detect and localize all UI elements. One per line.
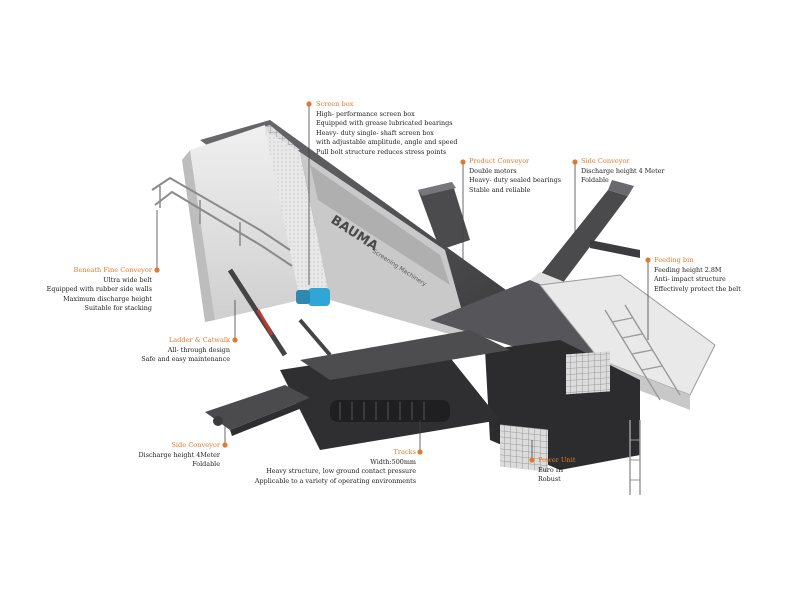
callout-line: Discharge height 4 Meter [581, 166, 665, 175]
right-side-conveyor [540, 180, 640, 284]
callout-title: Tracks [393, 448, 416, 456]
callout-feeding-bin: Feeding bin Feeding height 2.8M Anti- im… [654, 256, 741, 294]
callout-line: Foldable [192, 460, 220, 469]
hydraulic-legs [227, 268, 332, 357]
callout-title: Power Unit [538, 456, 576, 464]
callout-ladder-catwalk: Ladder & Catwalk All- through design Saf… [141, 336, 230, 365]
callout-line: Maximum discharge height [63, 294, 152, 303]
power-unit [485, 340, 640, 472]
callout-line: Heavy- duty single- shaft screen box [316, 128, 434, 137]
callout-line: Equipped with rubber side walls [46, 285, 152, 294]
callout-side-conveyor-left: Side Conveyor Discharge height 4Meter Fo… [139, 441, 220, 470]
callout-title: Side Conveyor [581, 157, 630, 165]
callout-line: Ultra wide belt [103, 275, 152, 284]
callout-line: Anti- impact structure [654, 275, 726, 284]
callout-line: Pull bolt structure reduces stress point… [316, 147, 447, 156]
callout-line: Safe and easy maintenance [141, 355, 230, 364]
callout-screen-box: Screen box High- performance screen box … [316, 100, 457, 158]
callout-title: Screen box [316, 100, 354, 108]
callout-line: Discharge height 4Meter [138, 450, 220, 459]
screen-box: BAUMA Screening Machinery [182, 120, 520, 340]
callout-title: Ladder & Catwalk [168, 336, 230, 344]
callout-title: Product Conveyor [469, 157, 530, 165]
callout-line: Euro III [538, 465, 564, 474]
callout-line: Width:500mm [370, 457, 416, 466]
callout-line: All- through design [167, 345, 230, 354]
callout-line: Applicable to a variety of operating env… [254, 476, 416, 485]
callout-line: Effectively protect the belt [654, 284, 741, 293]
catwalk-railing [151, 176, 293, 267]
callout-line: Heavy structure, low ground contact pres… [266, 467, 416, 476]
vibration-motor [308, 288, 330, 306]
callout-line: Robust [538, 475, 561, 484]
callout-line: Foldable [581, 176, 609, 185]
tracks [280, 330, 510, 450]
callout-line: Suitable for stacking [84, 304, 152, 313]
callout-beneath-fine-conveyor: Beneath Fine Conveyor Ultra wide belt Eq… [47, 266, 152, 314]
callout-title: Side Conveyor [171, 441, 220, 449]
callout-line: with adjustable amplitude, angle and spe… [316, 138, 458, 147]
callout-line: Equipped with grease lubricated bearings [316, 119, 453, 128]
callout-title: Beneath Fine Conveyor [73, 266, 152, 274]
callout-line: Stable and reliable [469, 185, 531, 194]
callout-power-unit: Power Unit Euro III Robust [538, 456, 576, 485]
left-side-conveyor [205, 385, 312, 436]
callout-line: Feeding height 2.8M [654, 265, 722, 274]
rear-discharge-conveyor [418, 182, 470, 250]
callout-line: High- performance screen box [316, 109, 415, 118]
rear-ladder [629, 420, 641, 495]
callout-title: Feeding bin [654, 256, 694, 264]
callout-side-conveyor-right: Side Conveyor Discharge height 4 Meter F… [581, 157, 665, 186]
callout-product-conveyor: Product Conveyor Double motors Heavy- du… [469, 157, 561, 195]
callout-line: Heavy- duty sealed bearings [469, 176, 562, 185]
callout-line: Double motors [469, 166, 517, 175]
callout-tracks: Tracks Width:500mm Heavy structure, low … [255, 448, 416, 486]
leader-lines [154, 101, 651, 463]
